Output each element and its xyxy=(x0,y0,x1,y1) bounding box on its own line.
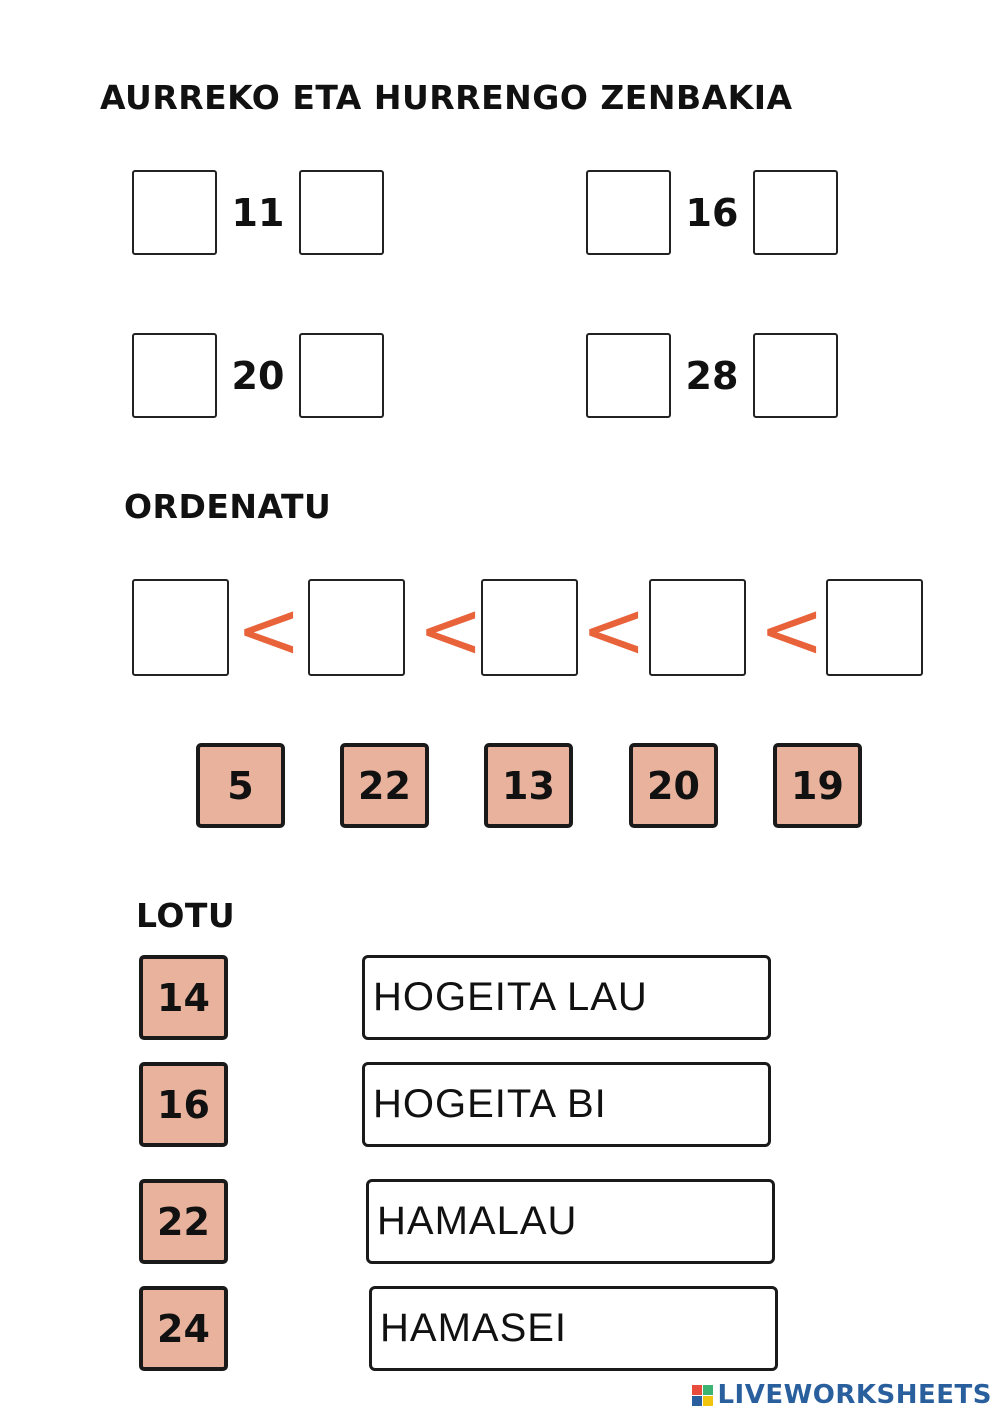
order-tile-1[interactable]: 5 xyxy=(196,743,285,828)
order-tile-3[interactable]: 13 xyxy=(484,743,573,828)
answer-box-before-1[interactable] xyxy=(132,170,217,255)
answer-box-after-3[interactable] xyxy=(299,333,384,418)
section-title-neighbors: AURREKO ETA HURRENGO ZENBAKIA xyxy=(100,78,793,117)
order-slot-1[interactable] xyxy=(132,579,229,676)
order-tile-5[interactable]: 19 xyxy=(773,743,862,828)
order-tile-4[interactable]: 20 xyxy=(629,743,718,828)
order-slot-2[interactable] xyxy=(308,579,405,676)
brand-watermark: LIVEWORKSHEETS xyxy=(692,1380,992,1410)
match-word-3[interactable]: HAMALAU xyxy=(366,1179,775,1264)
brand-text: LIVEWORKSHEETS xyxy=(717,1380,992,1410)
order-slot-5[interactable] xyxy=(826,579,923,676)
neighbor-number-4: 28 xyxy=(685,354,739,398)
neighbor-number-2: 16 xyxy=(685,191,739,235)
match-number-4[interactable]: 24 xyxy=(139,1286,228,1371)
less-than-symbol-1: < xyxy=(236,586,302,676)
section-title-order: ORDENATU xyxy=(124,487,332,526)
order-tile-2[interactable]: 22 xyxy=(340,743,429,828)
match-number-1[interactable]: 14 xyxy=(139,955,228,1040)
less-than-symbol-4: < xyxy=(759,586,825,676)
match-word-1[interactable]: HOGEITA LAU xyxy=(362,955,771,1040)
answer-box-before-4[interactable] xyxy=(586,333,671,418)
liveworksheets-logo-icon xyxy=(692,1384,714,1406)
answer-box-after-4[interactable] xyxy=(753,333,838,418)
match-number-3[interactable]: 22 xyxy=(139,1179,228,1264)
neighbor-number-3: 20 xyxy=(231,354,285,398)
less-than-symbol-2: < xyxy=(418,586,484,676)
section-title-match: LOTU xyxy=(136,896,236,935)
answer-box-before-3[interactable] xyxy=(132,333,217,418)
match-word-2[interactable]: HOGEITA BI xyxy=(362,1062,771,1147)
neighbor-number-1: 11 xyxy=(231,191,285,235)
order-slot-3[interactable] xyxy=(481,579,578,676)
less-than-symbol-3: < xyxy=(581,586,647,676)
answer-box-before-2[interactable] xyxy=(586,170,671,255)
match-number-2[interactable]: 16 xyxy=(139,1062,228,1147)
order-slot-4[interactable] xyxy=(649,579,746,676)
answer-box-after-2[interactable] xyxy=(753,170,838,255)
answer-box-after-1[interactable] xyxy=(299,170,384,255)
match-word-4[interactable]: HAMASEI xyxy=(369,1286,778,1371)
